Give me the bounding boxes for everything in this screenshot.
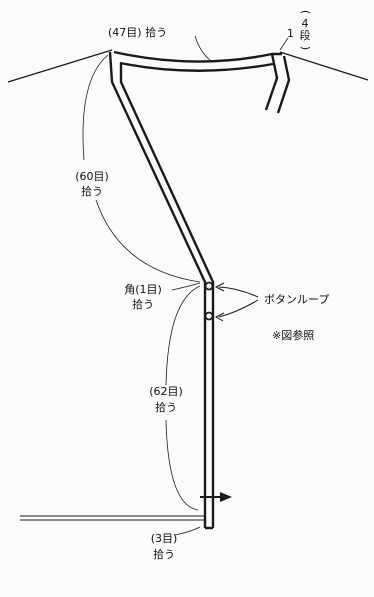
bottom-pickup-count: (3目) bbox=[150, 532, 178, 545]
row-count-open: ( bbox=[299, 9, 312, 15]
hem-lines bbox=[20, 515, 205, 521]
row-number-label: 1 bbox=[287, 27, 294, 40]
row-count-number: 4 bbox=[301, 17, 309, 30]
corner-pickup-verb: 拾う bbox=[132, 298, 154, 311]
figure-reference-label: ※図参照 bbox=[272, 329, 315, 342]
leader-lines bbox=[82, 35, 289, 536]
lower-pickup-count: (62目) bbox=[149, 385, 183, 398]
button-loop-label: ボタンループ bbox=[264, 293, 330, 306]
row-count-unit: 段 bbox=[299, 29, 311, 42]
lower-pickup-verb: 拾う bbox=[155, 401, 177, 414]
left-pickup-count: (60目) bbox=[75, 170, 109, 183]
left-pickup-verb: 拾う bbox=[81, 185, 103, 198]
leader-button-loop-2 bbox=[218, 299, 259, 318]
front-band bbox=[108, 50, 282, 530]
row-count-close: ) bbox=[299, 45, 312, 51]
leader-button-loop-1 bbox=[218, 286, 259, 298]
neck-band-end bbox=[264, 53, 291, 114]
top-pickup-label: (47目) 拾う bbox=[108, 26, 168, 39]
row-count-label: ( 4 段 ) bbox=[298, 6, 312, 54]
shoulder-line-left bbox=[7, 49, 113, 83]
corner-pickup-count: 角(1目) bbox=[124, 283, 162, 296]
direction-arrow-head bbox=[220, 492, 232, 502]
shoulder-line-right bbox=[279, 51, 369, 81]
button-loop-lower bbox=[204, 311, 214, 321]
bottom-pickup-verb: 拾う bbox=[153, 548, 175, 561]
button-loop-upper bbox=[204, 281, 214, 291]
